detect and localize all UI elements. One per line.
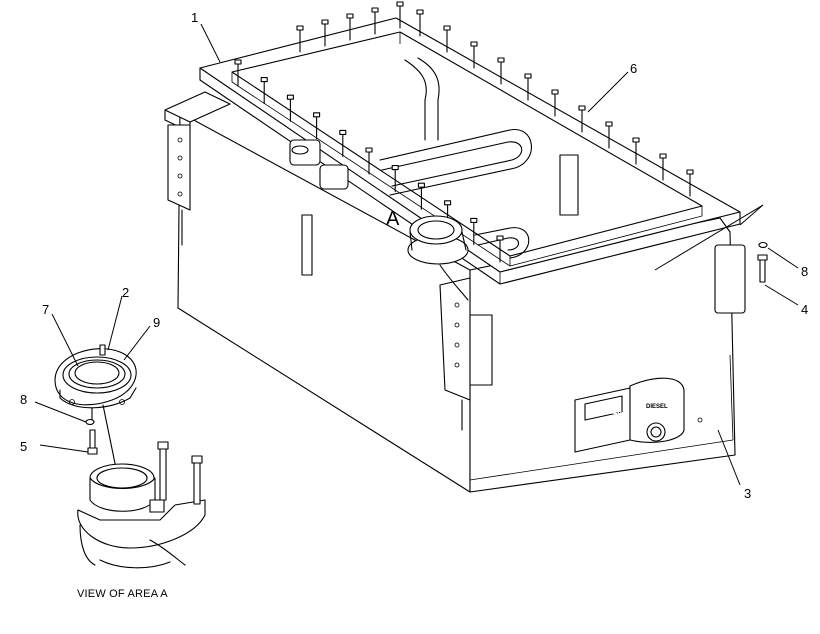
callout-8-right: 8 [801, 264, 808, 279]
frame-bolt-head [551, 89, 559, 95]
callout-2: 2 [122, 285, 129, 300]
frame-bolt-head [396, 1, 404, 7]
frame-bolt-head [321, 19, 329, 25]
callout-9: 9 [153, 315, 160, 330]
frame-bolt-head [391, 165, 399, 171]
callout-4: 4 [801, 302, 808, 317]
frame-bolt-head [416, 9, 424, 15]
frame-bolt-head [371, 7, 379, 13]
frame-bolt-head [313, 112, 321, 118]
view-caption: VIEW OF AREA A [77, 588, 168, 600]
frame-bolt-head [444, 200, 452, 206]
washer-8-right [758, 241, 768, 249]
frame-bolt-head [365, 147, 373, 153]
callout-7: 7 [42, 302, 49, 317]
area-a-marker: A [386, 208, 400, 230]
filler-cap-ring [54, 344, 137, 409]
frame-bolt-head [659, 153, 667, 159]
callout-8-left: 8 [20, 392, 27, 407]
callout-5: 5 [20, 439, 27, 454]
frame-bolt-head [443, 25, 451, 31]
side-bracket-right [439, 277, 493, 431]
washer-8-left [85, 418, 95, 426]
bolt-4 [759, 257, 766, 283]
frame-bolt-head [632, 137, 640, 143]
slot-bracket [301, 214, 313, 276]
callout-3: 3 [744, 486, 751, 501]
tank-assembly: 223-0026 DIESEL [164, 1, 746, 493]
gauge-plate: 223-0026 DIESEL [574, 377, 703, 453]
side-pad [714, 244, 746, 314]
side-hardware [654, 204, 768, 283]
detail-view-a [54, 344, 206, 569]
frame-bolt-head [260, 77, 268, 83]
frame-bolt-head [346, 13, 354, 19]
frame-bolt-head [496, 235, 504, 241]
side-bracket-left [167, 124, 191, 246]
plate-label: DIESEL [646, 404, 668, 410]
frame-bolt-head [605, 121, 613, 127]
callout-leaders [34, 23, 799, 486]
callout-6: 6 [630, 61, 637, 76]
frame-bolts [234, 1, 694, 263]
frame-bolt-head [497, 57, 505, 63]
callout-1: 1 [191, 10, 198, 25]
frame-bolt-head [234, 59, 242, 65]
frame-bolt-head [296, 25, 304, 31]
filler-neck-base [77, 441, 206, 569]
plate-number: 223-0026 [588, 407, 622, 416]
pin-2 [99, 344, 106, 356]
frame-bolt-head [686, 169, 694, 175]
frame-bolt-head [470, 41, 478, 47]
frame-bolt-head [524, 73, 532, 79]
bolt-5 [89, 429, 96, 451]
frame-bolt-head [417, 182, 425, 188]
inner-pipes [289, 57, 579, 259]
filler-neck [407, 215, 469, 301]
frame-bolt-head [578, 105, 586, 111]
callout-numbers: 1 2 3 4 5 6 7 8 8 9 A [20, 10, 808, 501]
frame-bolt-head [339, 129, 347, 135]
frame-bolt-head [470, 217, 478, 223]
frame-bolt-head [286, 94, 294, 100]
